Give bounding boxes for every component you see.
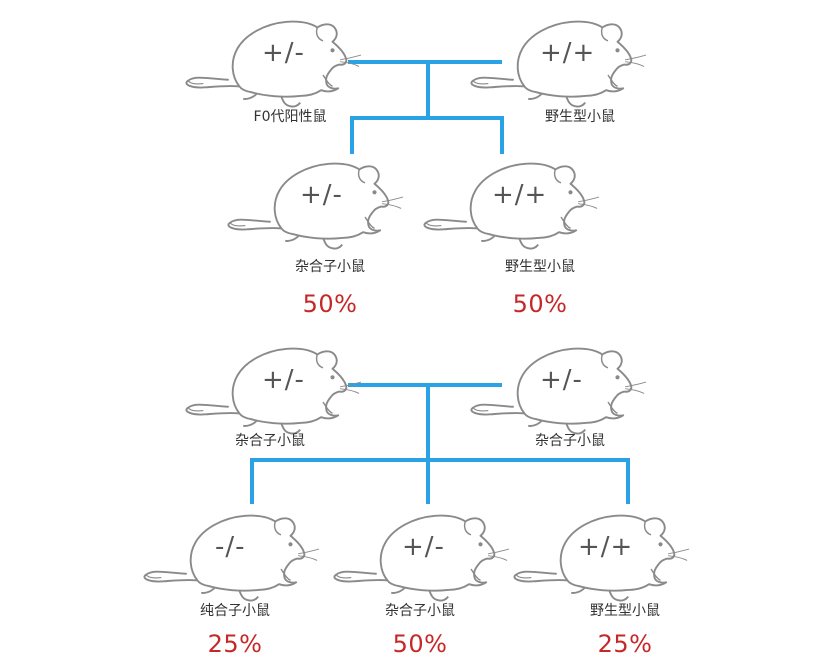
- genotype-label: +/-: [402, 532, 445, 562]
- genotype-label: +/+: [578, 532, 634, 562]
- mouse-name-label: 纯合子小鼠: [200, 603, 270, 619]
- mouse-name-label: F0代阳性鼠: [253, 109, 327, 125]
- mouse-name-label: 杂合子小鼠: [385, 603, 455, 619]
- genotype-label: +/-: [262, 365, 305, 395]
- mouse-name-label: 杂合子小鼠: [235, 433, 305, 449]
- mouse-name-label: 杂合子小鼠: [535, 433, 605, 449]
- genotype-label: +/+: [540, 38, 596, 68]
- offspring-percentage: 25%: [207, 630, 263, 658]
- offspring-percentage: 50%: [512, 290, 568, 318]
- offspring-percentage: 25%: [597, 630, 653, 658]
- mouse-name-label: 杂合子小鼠: [295, 259, 365, 275]
- genotype-label: +/+: [492, 180, 548, 210]
- mouse-name-label: 野生型小鼠: [545, 109, 615, 125]
- genotype-label: -/-: [215, 532, 246, 562]
- genotype-label: +/-: [262, 38, 305, 68]
- genotype-label: +/-: [300, 180, 343, 210]
- offspring-percentage: 50%: [302, 290, 358, 318]
- mouse-name-label: 野生型小鼠: [590, 603, 660, 619]
- mouse-name-label: 野生型小鼠: [505, 259, 575, 275]
- genotype-label: +/-: [540, 365, 583, 395]
- offspring-percentage: 50%: [392, 630, 448, 658]
